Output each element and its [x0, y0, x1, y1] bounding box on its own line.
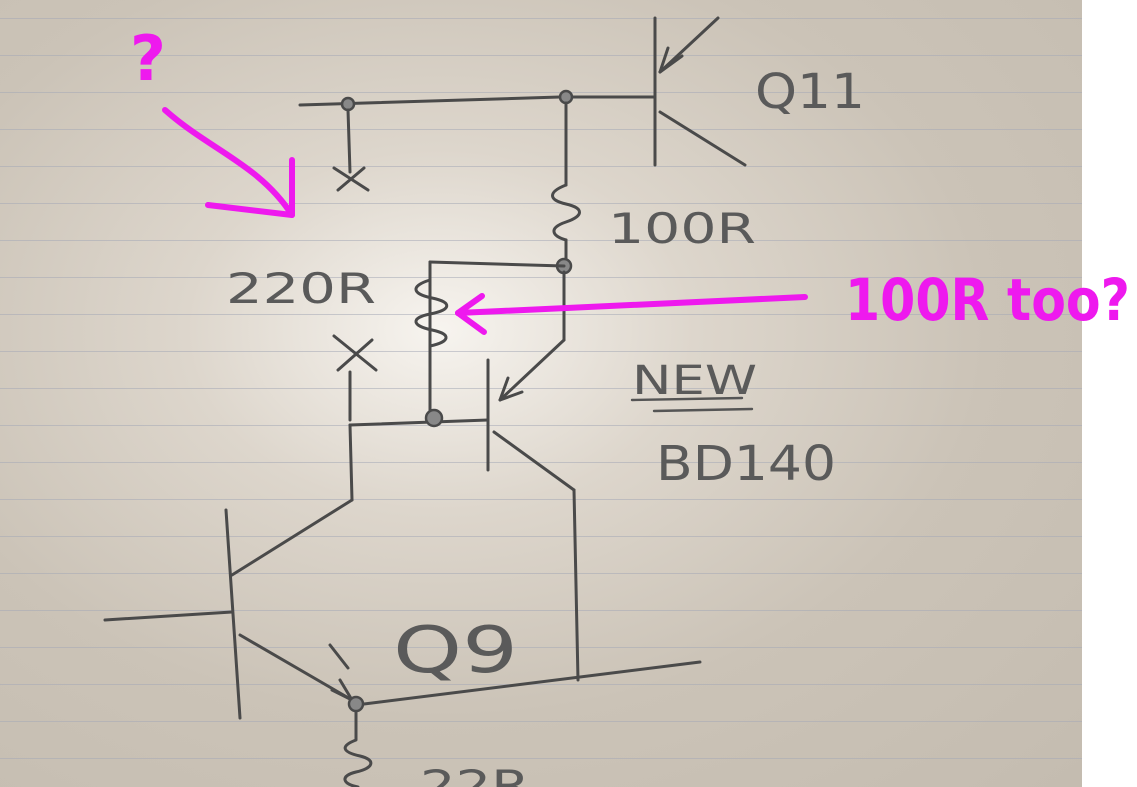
label-22r: 22R	[420, 761, 530, 787]
resistor-22r	[343, 710, 373, 787]
paper-rule-line	[0, 536, 1082, 537]
label-new: NEW	[632, 358, 757, 404]
margin-strip	[1082, 0, 1137, 787]
paper-rule-line	[0, 758, 1082, 759]
pink-arrow-top	[162, 107, 295, 218]
paper-rule-line	[0, 166, 1082, 167]
trim-top-wire	[428, 260, 566, 268]
paper-rule-line	[0, 388, 1082, 389]
bd140-transistor	[348, 338, 580, 682]
paper-rule-line	[0, 92, 1082, 93]
paper-rule-line	[0, 203, 1082, 204]
node-top-mid	[558, 89, 574, 105]
node-top-left	[340, 96, 356, 112]
paper-rule-line	[0, 351, 1082, 352]
resistor-220r-new	[414, 278, 449, 348]
node-bd140-base	[424, 408, 444, 428]
removed-link-top	[332, 108, 370, 192]
q9-transistor	[103, 423, 354, 720]
paper-rule-line	[0, 425, 1082, 426]
annotation-question-right: 100R too?	[845, 266, 1130, 334]
annotation-question-top: ?	[130, 22, 166, 95]
removed-link-220r	[332, 334, 378, 422]
paper-rule-line	[0, 499, 1082, 500]
label-bd140: BD140	[656, 436, 836, 492]
top-wire	[298, 95, 562, 107]
paper-rule-line	[0, 240, 1082, 241]
paper-rule-line	[0, 314, 1082, 315]
paper-rule-line	[0, 684, 1082, 685]
label-q9: Q9	[393, 614, 518, 688]
paper-rule-line	[0, 129, 1082, 130]
pink-arrow-right	[455, 293, 808, 335]
label-220r: 220R	[226, 264, 376, 313]
notebook-paper	[0, 0, 1082, 787]
node-q9-emitter	[347, 695, 365, 713]
paper-rule-line	[0, 55, 1082, 56]
resistor-100r	[551, 101, 581, 267]
q11-transistor	[558, 16, 747, 167]
paper-rule-line	[0, 573, 1082, 574]
label-100r: 100R	[608, 204, 756, 253]
bottom-wire	[354, 660, 702, 707]
label-q11: Q11	[755, 64, 865, 120]
paper-rule-line	[0, 721, 1082, 722]
new-underline	[630, 396, 754, 413]
paper-rule-line	[0, 610, 1082, 611]
paper-rule-line	[0, 647, 1082, 648]
paper-rule-line	[0, 277, 1082, 278]
paper-rule-line	[0, 462, 1082, 463]
paper-rule-line	[0, 18, 1082, 19]
